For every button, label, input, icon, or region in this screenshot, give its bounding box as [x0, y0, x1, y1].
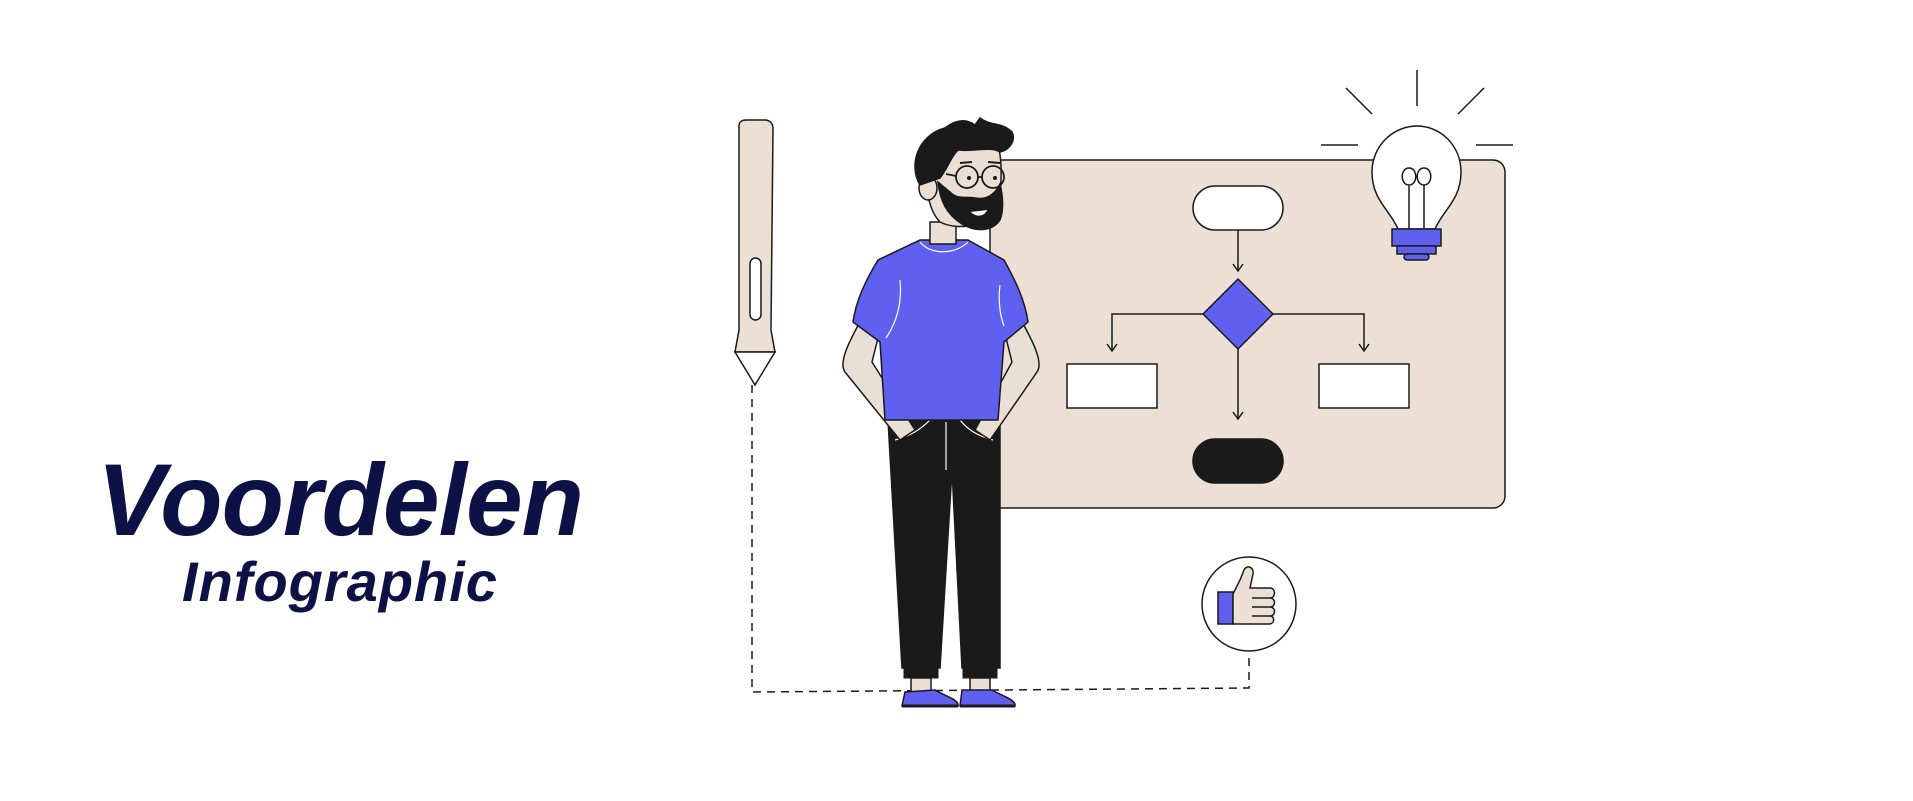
flowchart-start-node: [1192, 185, 1284, 231]
flowchart-board: [989, 159, 1506, 509]
title-block: Voordelen Infographic: [60, 443, 620, 614]
flowchart-right-box: [1318, 363, 1410, 409]
flowchart-left-box: [1066, 363, 1158, 409]
thumbs-up-icon: [1201, 556, 1297, 652]
stylus-pen-icon: [733, 119, 777, 387]
person-figure: [842, 116, 1040, 708]
page-subtitle: Infographic: [182, 550, 498, 613]
page-title: Voordelen: [97, 443, 584, 557]
dashed-connector-line: [751, 385, 1250, 693]
flowchart-end-node: [1192, 438, 1284, 484]
light-bulb-icon: [1321, 70, 1513, 261]
